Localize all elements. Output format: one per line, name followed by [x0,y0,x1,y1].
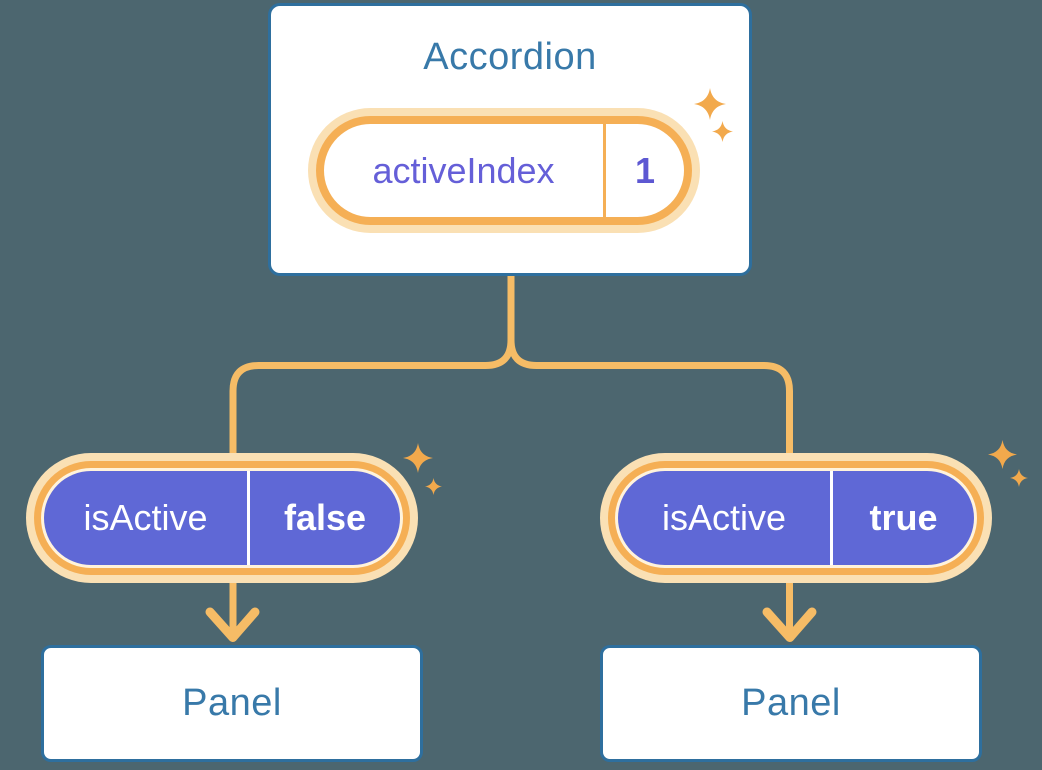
pill-divider [603,124,606,217]
prop-pill-right: isActive true [618,471,974,565]
sparkle-icon [1010,469,1028,487]
component-title: Accordion [423,36,597,78]
pill-divider [247,471,250,565]
state-value: 1 [634,149,656,191]
connector-right-branch [507,276,793,633]
panel-card-left: Panel [41,645,423,762]
sparkle-icon [988,440,1017,469]
state-pill: activeIndex 1 [324,124,684,217]
pill-divider [830,471,833,565]
connector-left-branch [229,276,515,633]
sparkle-icon [712,121,733,142]
accordion-component-card: Accordion activeIndex 1 [268,3,752,276]
prop-value: true [869,497,938,538]
prop-name-label: isActive [83,497,208,538]
sparkle-icon [425,478,442,495]
state-name-label: activeIndex [372,149,555,191]
panel-card-right: Panel [600,645,982,762]
prop-pill-left: isActive false [44,471,400,565]
sparkle-icon [403,443,433,473]
sparkle-icon [694,88,726,120]
arrow-down-icon [762,607,817,642]
prop-name-label: isActive [661,497,787,538]
arrow-down-icon [205,607,260,642]
prop-value: false [283,497,367,538]
